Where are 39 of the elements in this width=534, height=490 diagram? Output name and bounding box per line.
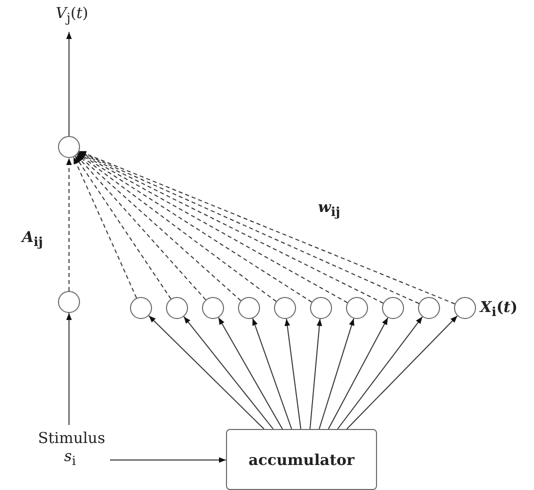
arrow [310,318,322,430]
math-label: w$_{ij}$ [318,198,340,219]
arrow [337,316,423,430]
arrow [218,317,283,430]
math-label: X$_{i}$(t) [480,298,518,319]
neuron-circle [202,297,224,319]
neuron-circle [130,297,152,319]
arrow [252,318,292,430]
arrow [346,315,458,430]
node-label: Stimulus [38,429,102,447]
neuron-circle [166,297,188,319]
neuron-circle [58,136,80,158]
neuron-circle [58,291,80,313]
arrow [148,315,264,430]
arrow [76,154,206,300]
arrow [73,156,137,298]
arrow [328,317,388,430]
neuron-circle [382,297,404,319]
neuron-circle [310,297,332,319]
arrow [318,318,354,430]
arrow [66,32,72,136]
neuron-circle [454,297,476,319]
neuron-circle [238,297,260,319]
math-label: A$_{ij}$ [22,228,43,249]
arrow [74,156,172,300]
node-label: s$_{i}$ [63,447,77,468]
arrow [110,457,226,463]
arrow [183,316,274,430]
neuron-circle [418,297,440,319]
arrow [77,153,277,302]
node-label: V$_{j}$(t) [54,4,90,25]
neuron-circle [274,297,296,319]
box-label: accumulator [248,450,354,468]
neuron-circle [346,297,368,319]
arrow [76,154,242,302]
arrow [284,318,302,430]
arrow [66,312,72,426]
arrow [66,158,72,292]
process-box [226,429,377,490]
